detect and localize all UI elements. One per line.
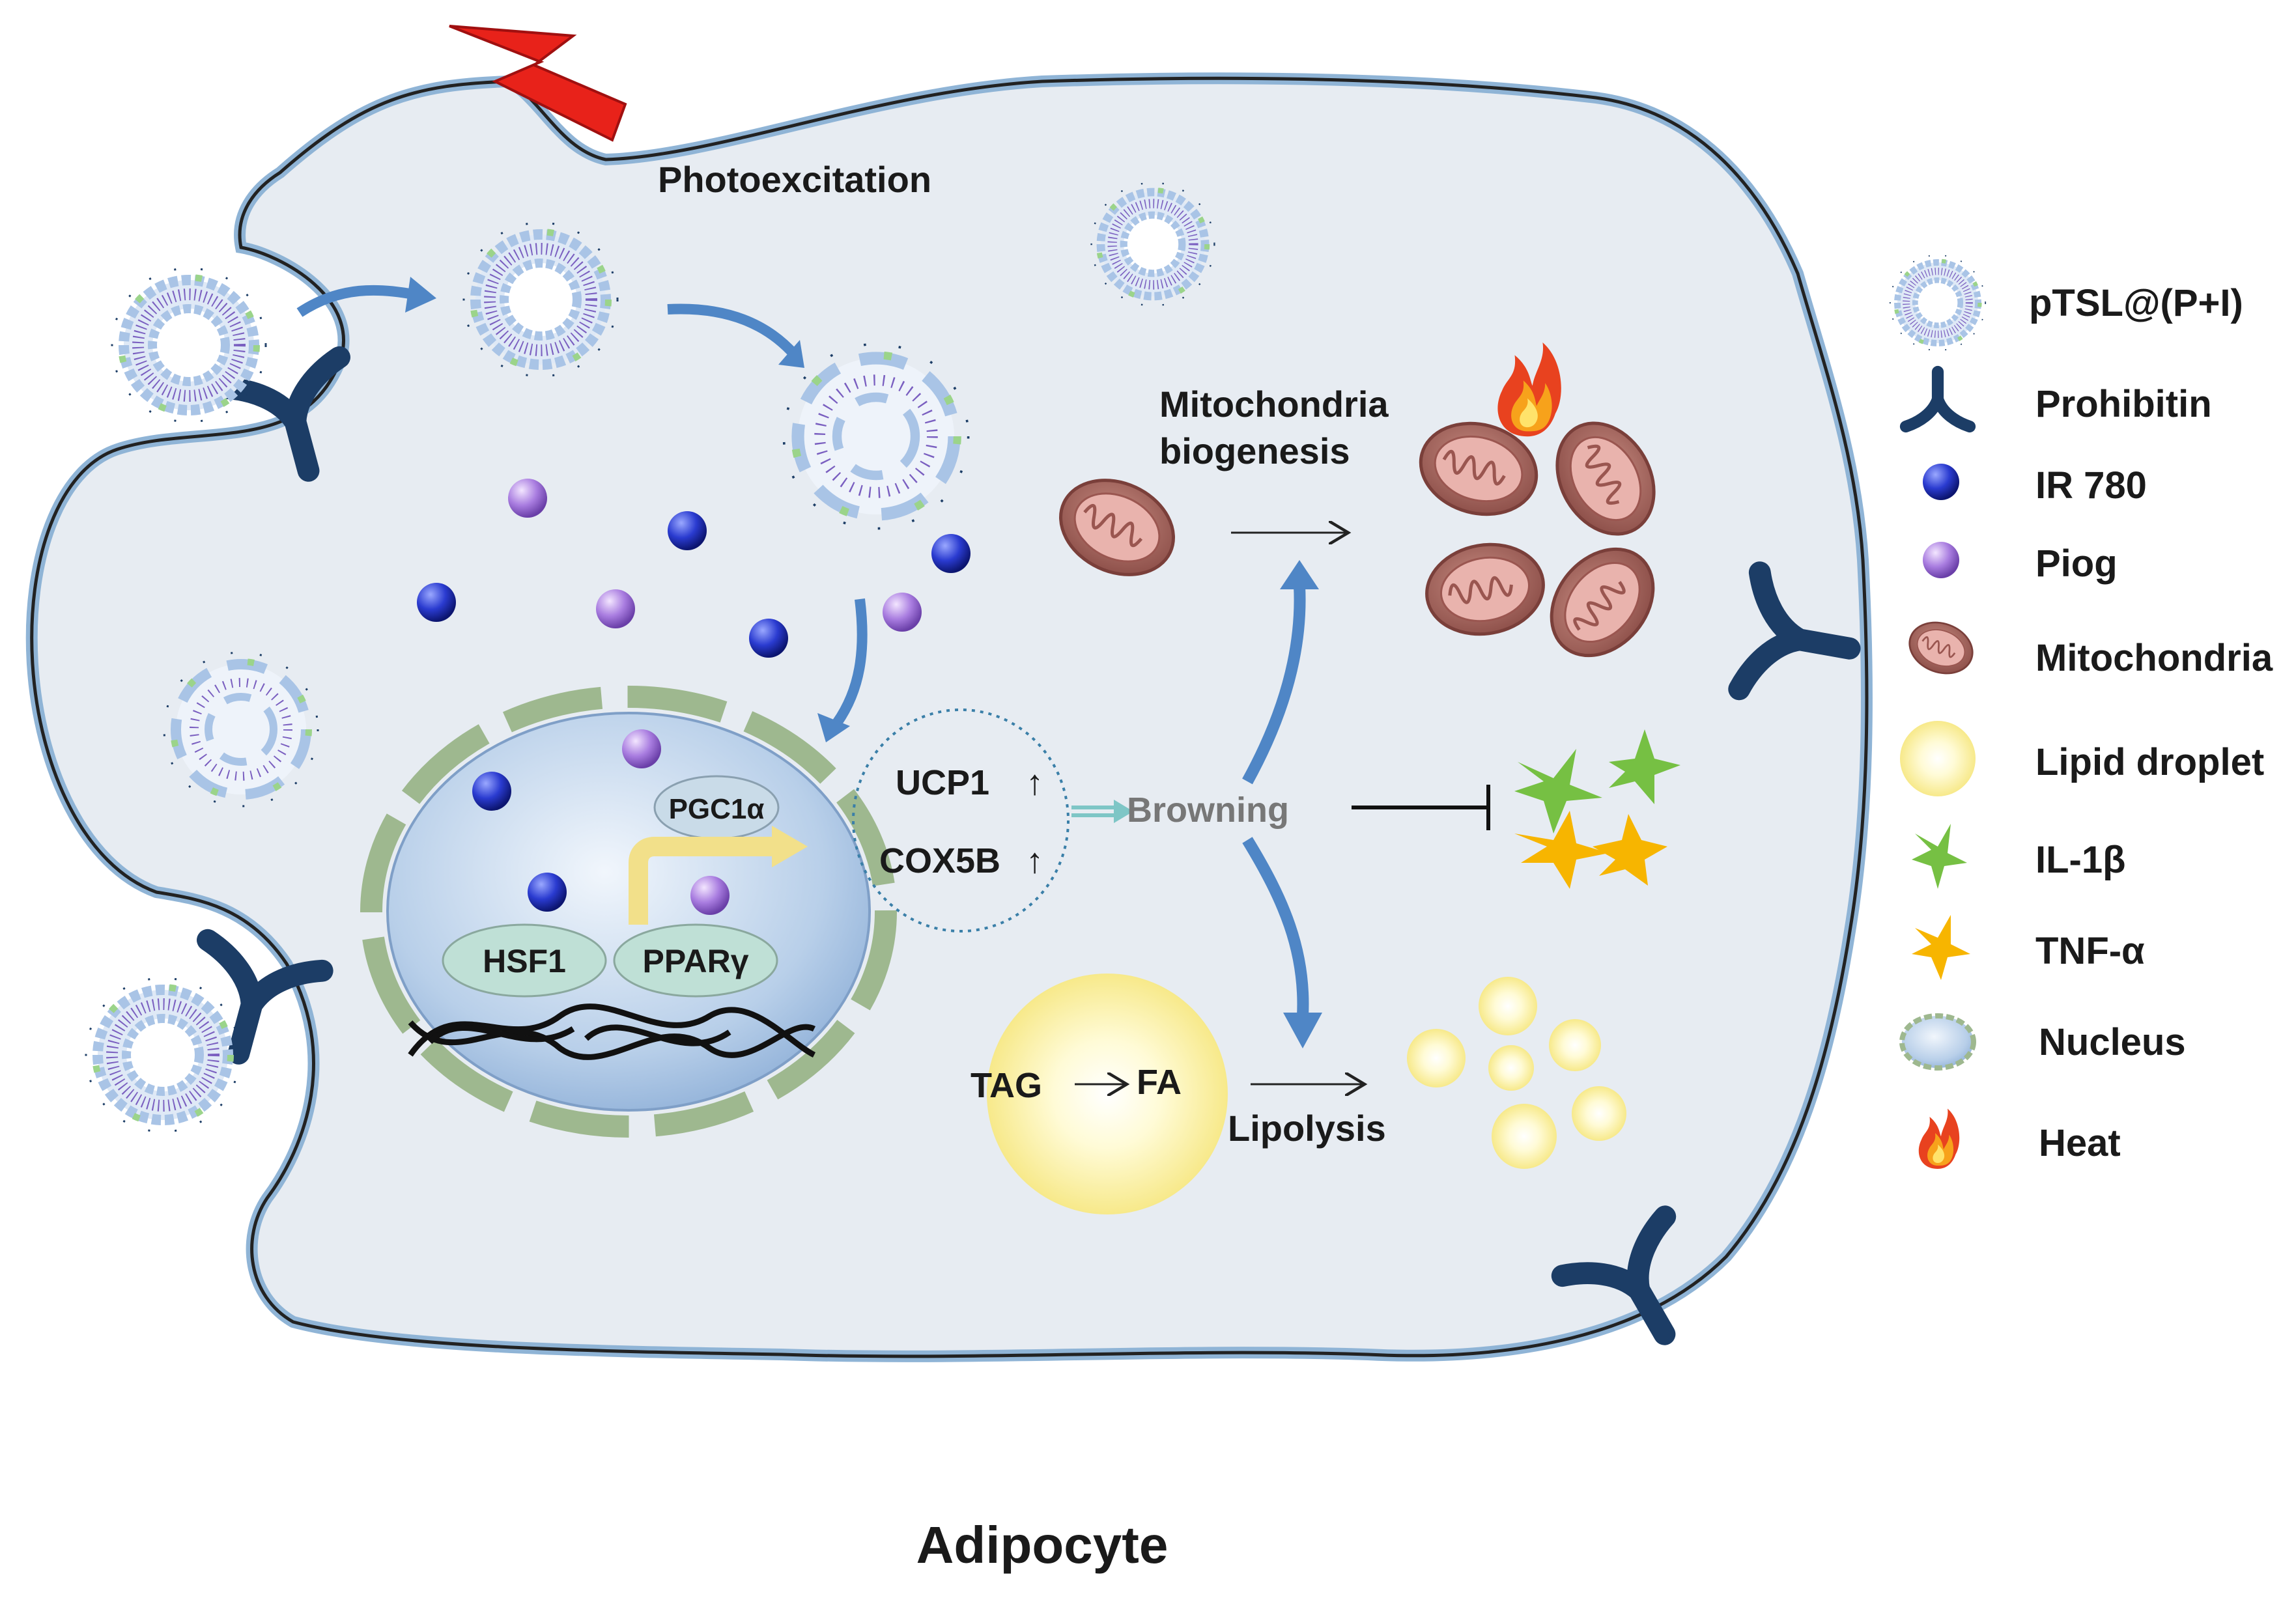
nucleus-icon xyxy=(1899,1013,1976,1071)
legend-label-prohibitin: Prohibitin xyxy=(2035,383,2212,425)
hsf1-label: HSF1 xyxy=(483,943,566,979)
piog-sphere xyxy=(883,593,922,632)
uptake-arrow xyxy=(296,285,425,317)
il1b-star xyxy=(1514,749,1602,834)
ir780-sphere xyxy=(931,534,971,573)
browning-to-lipolysis-arrow xyxy=(1242,837,1309,1016)
browning-label: Browning xyxy=(1127,791,1289,830)
ir780-sphere xyxy=(417,583,456,622)
adipocyte-cell xyxy=(25,72,1873,1362)
lipolysis-label: Lipolysis xyxy=(1228,1108,1386,1149)
piog-sphere xyxy=(690,876,730,915)
browning-arrow xyxy=(1071,806,1117,817)
ir780-sphere xyxy=(528,873,567,912)
legend-label-il1b: IL-1β xyxy=(2035,839,2126,881)
lipid-droplet-icon xyxy=(1900,721,1976,796)
piog-sphere xyxy=(622,729,661,768)
tnfa-star-icon xyxy=(1912,915,1970,980)
legend-label-ptsl: pTSL@(P+I) xyxy=(2029,282,2243,324)
piog-sphere xyxy=(596,589,635,628)
mitochondria-icon xyxy=(1901,613,1981,683)
pgc1a-label: PGC1α xyxy=(669,793,765,825)
tnfa-star xyxy=(1514,811,1609,889)
piog-sphere xyxy=(508,479,547,518)
cytokine-stars xyxy=(1514,729,1680,889)
legend-label-ir780: IR 780 xyxy=(2035,464,2147,507)
legend-label-tnfa: TNF-α xyxy=(2035,930,2145,972)
cox5b-label: COX5B xyxy=(879,841,1000,880)
ucp1-label: UCP1 xyxy=(896,763,989,802)
gene-expression-ellipse xyxy=(852,708,1070,932)
mito-biogenesis-label-line1: Mitochondria xyxy=(1159,384,1389,425)
fa-label: FA xyxy=(1137,1063,1182,1102)
flame-icon xyxy=(1918,1108,1960,1169)
legend-label-heat: Heat xyxy=(2039,1122,2121,1164)
nucleus: PGC1α HSF1 PPARγ xyxy=(360,686,897,1138)
small-lipid-droplets xyxy=(1407,977,1626,1169)
legend-label-lipid-droplet: Lipid droplet xyxy=(2035,741,2264,783)
legend: pTSL@(P+I) Prohibitin IR 780 Piog Mitoch… xyxy=(1890,255,2273,1169)
photoexcitation-label: Photoexcitation xyxy=(658,159,931,200)
ir780-sphere xyxy=(668,511,707,550)
ppary-ellipse xyxy=(613,923,778,998)
mito-biogenesis-label-line2: biogenesis xyxy=(1159,430,1350,471)
ir780-sphere xyxy=(749,619,788,658)
ir780-sphere-icon xyxy=(1923,464,1959,500)
cell-membrane-outline xyxy=(30,76,1869,1358)
liposome-outside-bottom xyxy=(86,978,240,1132)
tag-label: TAG xyxy=(971,1066,1042,1105)
prohibitin-icon xyxy=(1906,372,1970,427)
photoexcitation-bolt-icon xyxy=(449,25,627,142)
free-drug-spheres xyxy=(417,479,971,658)
tnfa-star xyxy=(1593,814,1667,886)
ucp1-up-arrow: ↑ xyxy=(1026,763,1043,802)
il1b-star-icon xyxy=(1912,824,1967,889)
legend-label-nucleus: Nucleus xyxy=(2039,1021,2186,1063)
ir780-sphere xyxy=(472,772,511,811)
hsf1-ellipse xyxy=(442,923,607,998)
legend-label-mitochondria: Mitochondria xyxy=(2035,637,2273,679)
browning-to-mito-arrow xyxy=(1242,585,1306,785)
cox5b-up-arrow: ↑ xyxy=(1026,841,1043,880)
diagram-title: Adipocyte xyxy=(916,1516,1169,1574)
release-arrow xyxy=(667,303,799,359)
il1b-star xyxy=(1609,729,1680,804)
liposome-icon xyxy=(1890,255,1985,350)
dna-helix xyxy=(408,1003,816,1060)
legend-label-piog: Piog xyxy=(2035,542,2118,585)
ppary-label: PPARγ xyxy=(642,943,748,979)
piog-sphere-icon xyxy=(1923,542,1959,578)
transcription-arrow xyxy=(629,837,775,925)
nuclear-entry-arrow xyxy=(832,598,868,726)
